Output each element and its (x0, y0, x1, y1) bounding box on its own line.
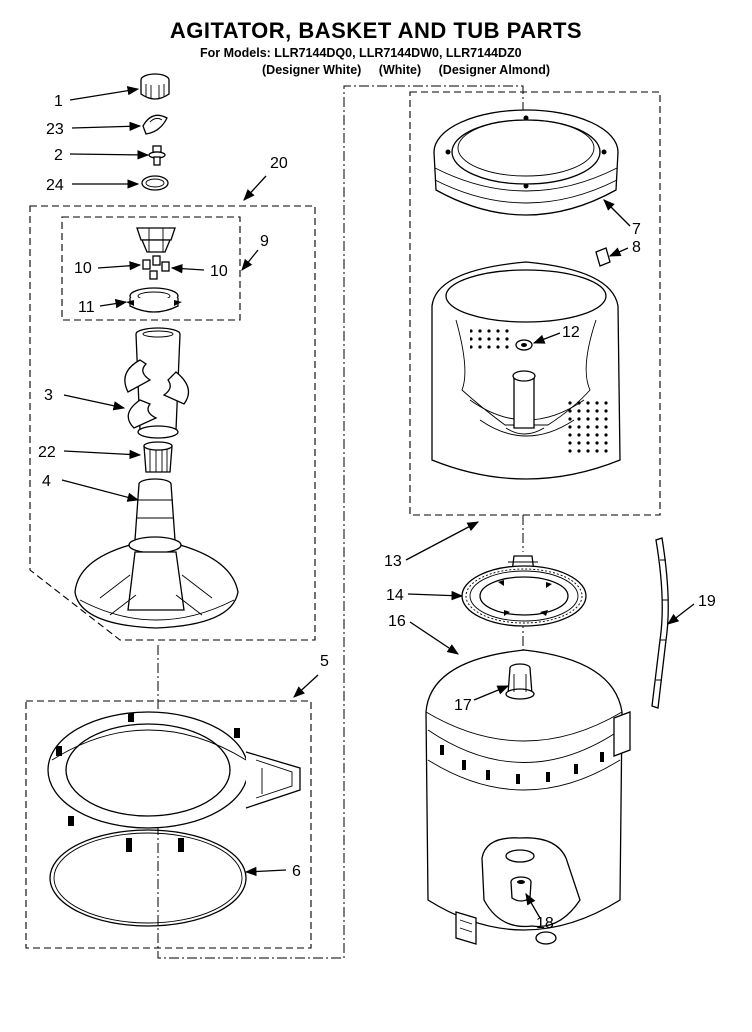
callout-10-left: 10 (74, 260, 92, 277)
callout-5: 5 (320, 653, 329, 670)
part-1-agitator-cap (140, 73, 170, 100)
part-3-auger (124, 327, 190, 439)
part-7-balance-ring (433, 109, 619, 216)
part-24-o-ring (141, 175, 169, 191)
callout-8: 8 (632, 239, 641, 256)
callout-18: 18 (536, 915, 554, 932)
callout-23: 23 (46, 121, 64, 138)
leader-lines (61, 86, 695, 919)
part-19-hose (651, 537, 669, 709)
callout-22: 22 (38, 444, 56, 461)
model-variants: (Designer White) (White) (Designer Almon… (262, 63, 564, 77)
part-8-clip (595, 247, 611, 267)
callout-10-right: 10 (210, 263, 228, 280)
diagram-title: AGITATOR, BASKET AND TUB PARTS (169, 18, 583, 43)
callout-14: 14 (386, 587, 404, 604)
variant-designer-white: (Designer White) (262, 63, 362, 77)
group-9-outline (61, 216, 241, 321)
callout-9: 9 (260, 233, 269, 250)
part-2-bolt (148, 145, 166, 166)
models-line: For Models: LLR7144DQ0, LLR7144DW0, LLR7… (200, 46, 522, 60)
part-22-drive-bell (143, 441, 173, 473)
callout-20: 20 (270, 155, 288, 172)
callout-7: 7 (632, 221, 641, 238)
variant-white: (White) (378, 63, 422, 77)
part-9-top-cam (136, 227, 176, 253)
callout-12: 12 (562, 324, 580, 341)
part-6-tub-seal (49, 829, 247, 927)
callout-3: 3 (44, 387, 53, 404)
part-12-basket-nut (515, 339, 533, 351)
callout-4: 4 (42, 473, 51, 490)
center-line-left (157, 85, 524, 959)
basket (431, 261, 621, 480)
callout-6: 6 (292, 863, 301, 880)
part-14-drive-block (461, 555, 587, 627)
group-20-outline (29, 205, 316, 641)
part-10-dogs (142, 255, 170, 280)
callout-11: 11 (78, 299, 95, 316)
callout-17: 17 (454, 697, 472, 714)
basket-group-outline (409, 91, 661, 516)
callout-16: 16 (388, 613, 406, 630)
callout-19: 19 (698, 593, 716, 610)
part-17-tub-bearing (505, 663, 535, 700)
callout-13: 13 (384, 553, 402, 570)
group-5-outline (25, 700, 312, 949)
callout-2: 2 (54, 147, 63, 164)
part-11-dog-ring (126, 287, 182, 313)
part-5-tub-ring (47, 711, 301, 852)
callout-24: 24 (46, 177, 64, 194)
callout-1: 1 (54, 93, 63, 110)
variant-designer-almond: (Designer Almond) (438, 63, 550, 77)
part-4-agitator-base (74, 478, 239, 629)
part-23-retainer (142, 114, 168, 135)
